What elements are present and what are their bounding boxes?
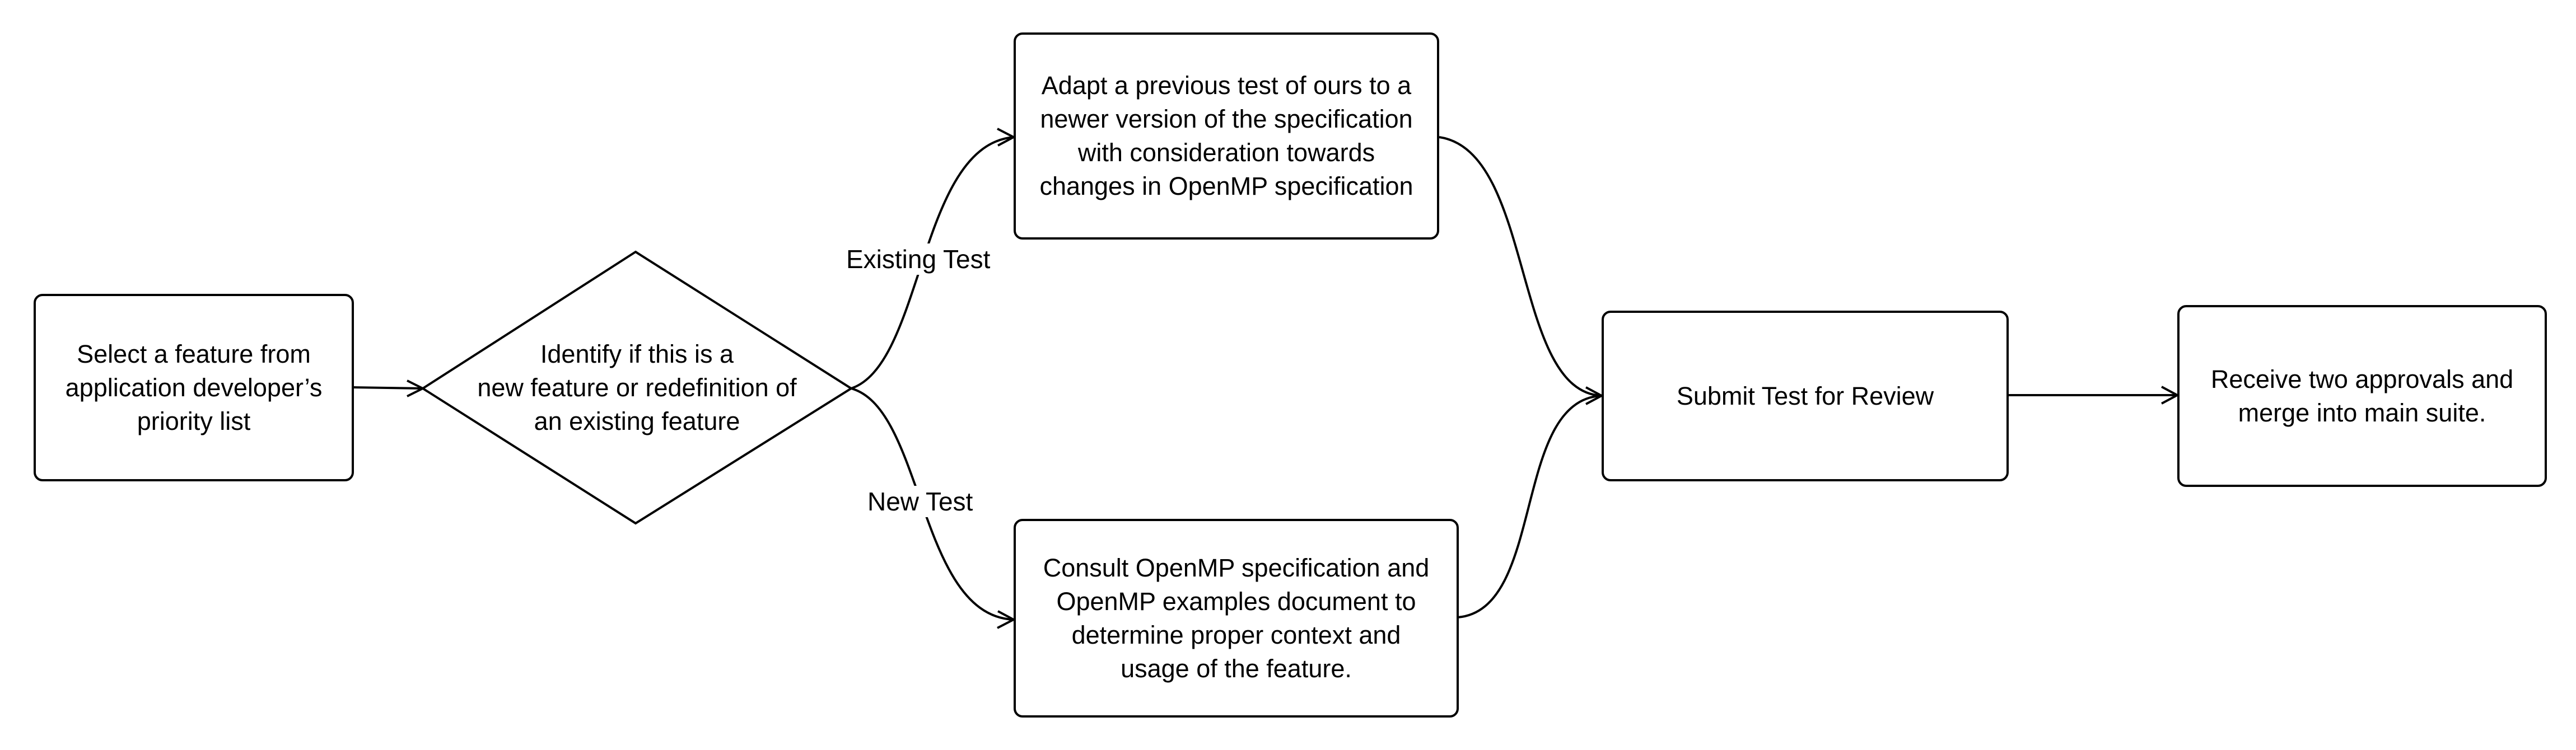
node-text-line: with consideration towards	[1077, 138, 1375, 167]
node-receive-approvals-text: Receive two approvals and merge into mai…	[2211, 363, 2513, 430]
node-text-line: an existing feature	[534, 406, 740, 435]
node-text-line: application developer’s	[65, 373, 323, 402]
connector-adapt-to-submit	[1439, 136, 1602, 397]
decision-diamond-shape	[421, 250, 853, 525]
node-text-line: Submit Test for Review	[1676, 381, 1934, 410]
node-text-line: changes in OpenMP specification	[1039, 172, 1413, 200]
node-text-line: Receive two approvals and	[2210, 364, 2514, 393]
node-consult-specification-text: Consult OpenMP specification and OpenMP …	[1043, 551, 1430, 686]
node-text-line: OpenMP examples document to	[1056, 587, 1416, 616]
node-adapt-previous-test-text: Adapt a previous test of ours to a newer…	[1039, 69, 1413, 203]
node-text-line: Adapt a previous test of ours to a	[1041, 71, 1412, 100]
node-text-line: new feature or redefinition of	[477, 373, 797, 402]
node-text-line: Identify if this is a	[540, 339, 734, 368]
edge-label-new-test: New Test	[864, 486, 977, 517]
node-select-feature-text: Select a feature from application develo…	[66, 337, 323, 438]
node-text-line: Consult OpenMP specification and	[1043, 553, 1430, 582]
connector-select-to-identify	[352, 386, 423, 390]
arrowhead-adapt	[997, 128, 1015, 147]
node-identify-decision-text: Identify if this is a new feature or red…	[477, 337, 796, 438]
node-select-feature: Select a feature from application develo…	[34, 294, 354, 481]
node-text-line: Select a feature from	[77, 339, 311, 368]
node-submit-test: Submit Test for Review	[1602, 311, 2009, 481]
node-text-line: usage of the feature.	[1121, 654, 1352, 683]
node-text-line: priority list	[137, 406, 251, 435]
node-consult-specification: Consult OpenMP specification and OpenMP …	[1014, 519, 1459, 718]
node-adapt-previous-test: Adapt a previous test of ours to a newer…	[1014, 32, 1439, 240]
edge-label-existing-test: Existing Test	[843, 243, 994, 275]
node-receive-approvals: Receive two approvals and merge into mai…	[2177, 305, 2547, 487]
node-identify-decision: Identify if this is a new feature or red…	[423, 252, 851, 523]
node-text-line: newer version of the specification	[1040, 105, 1413, 133]
node-text-line: merge into main suite.	[2238, 398, 2486, 427]
node-submit-test-text: Submit Test for Review	[1677, 379, 1934, 413]
connector-consult-to-submit	[1457, 395, 1602, 618]
node-text-line: determine proper context and	[1071, 620, 1401, 649]
